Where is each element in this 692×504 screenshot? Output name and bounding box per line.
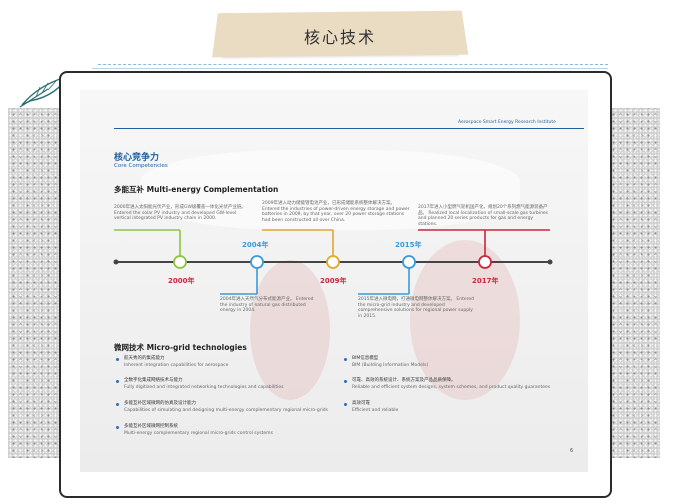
event-text-2004: 2004年进入天然气分布式能源产业。 Entered the industry … [220, 297, 314, 313]
page-title: 核心技术 [303, 28, 376, 47]
header-org: Aerospace Smart Energy Research Institut… [458, 120, 556, 125]
timeline [113, 229, 553, 295]
list-item: 多能互补区域微网的仿真及设计能力 [124, 401, 196, 406]
list-item: Inherent integration capabilities for ae… [124, 363, 229, 368]
event-text-2017: 2017年进入小型燃气轮机国产化，规划20个系列燃气能源装备产品。 Realiz… [418, 205, 548, 227]
bullet-icon [116, 426, 119, 429]
background-shape [250, 260, 330, 400]
year-label-2015: 2015年 [395, 241, 422, 249]
event-text-2000: 2000年进入太阳能光伏产业，形成GW级覆盖一体化光伏产业链。 Entered … [114, 205, 246, 221]
list-item: 全数字化集成网络技术与能力 [124, 378, 183, 383]
glitter-panel-left [8, 108, 64, 458]
list-item: 多能互补区域微网控制系统 [124, 424, 178, 429]
list-item: Efficient and reliable [352, 408, 399, 413]
list-item: 可靠、高效的系统设计、系统方案及产品品质保障。 [352, 378, 456, 383]
divider-line [92, 68, 608, 69]
section-title-en: Core Competencies [114, 163, 168, 169]
event-text-2009: 2009年进入动力储能锂电池产业，已形成储能系统整体解决方案。 Entered … [262, 201, 410, 223]
glitter-panel-right [608, 108, 660, 458]
year-label-2017: 2017年 [472, 277, 499, 285]
list-item: Multi-energy complementary regional micr… [124, 431, 273, 436]
divider-line [98, 64, 608, 65]
bullet-icon [116, 380, 119, 383]
section-title-cn: 核心竞争力 [114, 153, 160, 163]
list-item: Capabilities of simulating and designing… [124, 408, 328, 413]
background-shape [410, 240, 520, 400]
bullet-icon [344, 358, 347, 361]
microgrid-title: 微网技术 Micro-grid technologies [114, 343, 247, 352]
multi-energy-title: 多能互补 Multi-energy Complementation [114, 185, 279, 194]
list-item: Fully digitized and integrated networkin… [124, 385, 284, 390]
year-label-2000: 2000年 [168, 277, 195, 285]
list-item: 航天秀的的集成能力 [124, 356, 165, 361]
bullet-icon [344, 403, 347, 406]
year-label-2009: 2009年 [320, 277, 347, 285]
bullet-icon [116, 358, 119, 361]
event-text-2015: 2015年进入微电网，打通微电网整体解决方案。 Entered the micr… [358, 297, 474, 319]
bullet-icon [116, 403, 119, 406]
background-shape [140, 150, 520, 230]
list-item: BIM信息模型 [352, 356, 379, 361]
list-item: BIM (Building Information Models) [352, 363, 429, 368]
document-page: Aerospace Smart Energy Research Institut… [80, 90, 588, 472]
year-label-2004: 2004年 [242, 241, 269, 249]
header-rule [114, 128, 584, 129]
list-item: Reliable and efficient system designs, s… [352, 385, 551, 390]
page-number: 6 [570, 448, 574, 454]
bullet-icon [344, 380, 347, 383]
list-item: 高效可靠 [352, 401, 370, 406]
